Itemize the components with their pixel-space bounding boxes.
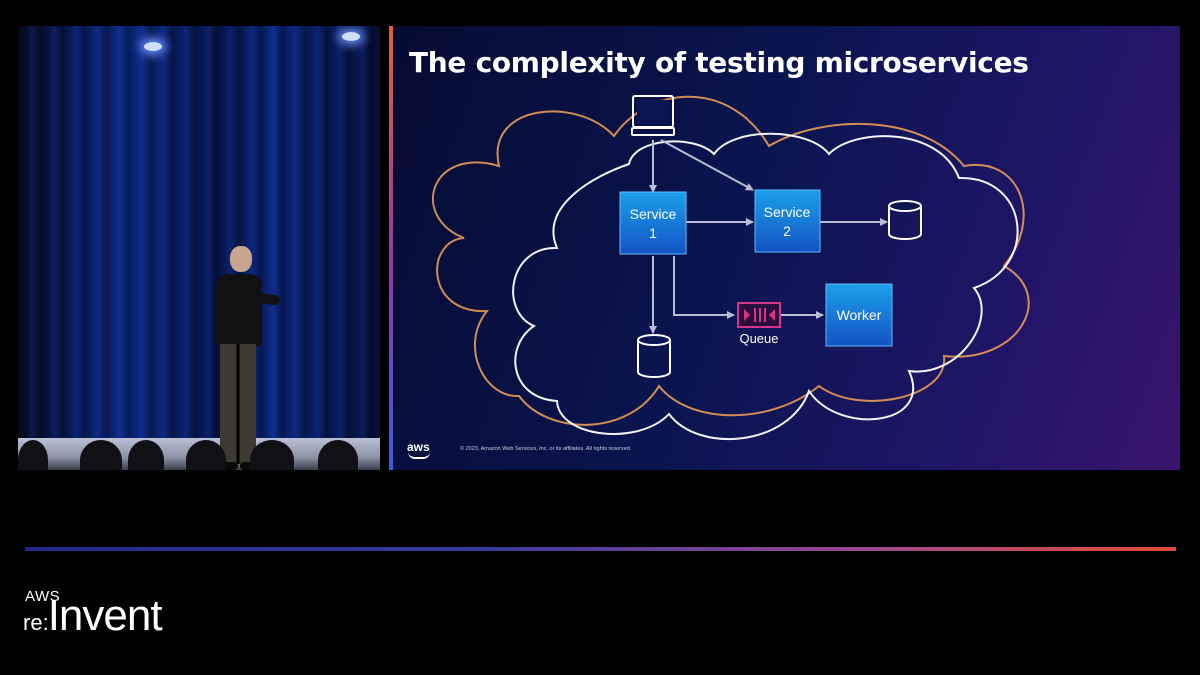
architecture-diagram: Service 1 Service 2 Queue xyxy=(389,26,1180,470)
service-1-label-line1: Service xyxy=(630,206,677,222)
service-1-node: Service 1 xyxy=(620,192,686,254)
queue-icon xyxy=(738,303,780,327)
presenter xyxy=(208,246,278,470)
service-2-node: Service 2 xyxy=(755,190,820,252)
database-icon xyxy=(889,201,921,239)
service-2-label-line1: Service xyxy=(764,204,811,220)
reinvent-logo: re:Invent xyxy=(23,594,162,638)
presentation-slide: The complexity of testing microservices xyxy=(389,26,1180,470)
inner-cloud xyxy=(513,134,1017,439)
aws-logo: aws xyxy=(407,440,433,458)
stage-curtain xyxy=(18,26,380,470)
reinvent-invent: Invent xyxy=(48,591,162,640)
reinvent-re: re xyxy=(23,610,43,635)
worker-label: Worker xyxy=(837,307,882,323)
queue-label: Queue xyxy=(739,331,778,346)
presenter-video xyxy=(18,26,380,470)
service-1-label-line2: 1 xyxy=(649,225,657,241)
stage-light xyxy=(144,42,162,51)
stage-light xyxy=(342,32,360,41)
copyright-notice: © 2023, Amazon Web Services, Inc. or its… xyxy=(460,446,631,452)
client-computer-icon xyxy=(632,96,674,135)
outer-cloud xyxy=(433,97,1029,425)
database-icon xyxy=(638,335,670,377)
worker-node: Worker xyxy=(826,284,892,346)
brand-gradient-line xyxy=(25,547,1176,551)
service-2-label-line2: 2 xyxy=(783,223,791,239)
